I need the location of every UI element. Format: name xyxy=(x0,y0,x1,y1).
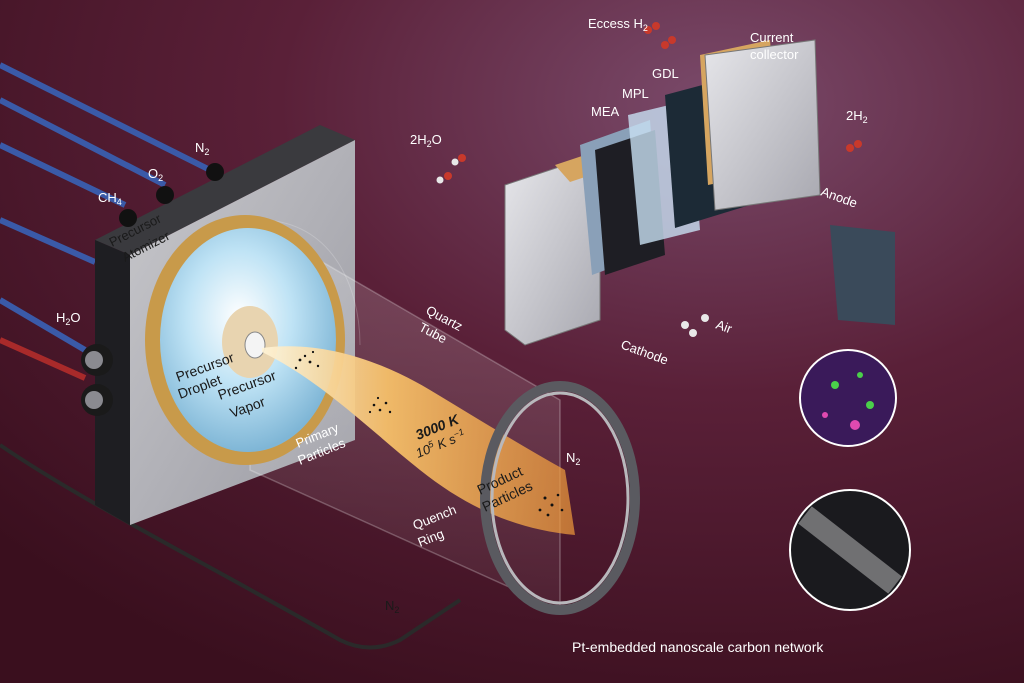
fuel-cell-stack xyxy=(504,39,821,346)
quench-ring xyxy=(480,381,640,615)
label-gdl: GDL xyxy=(652,66,679,81)
label-o2: O2 xyxy=(148,166,163,183)
label-excess-h2: Eccess H2 xyxy=(588,16,648,33)
molecule-icon xyxy=(436,22,862,337)
label-mpl: MPL xyxy=(622,86,649,101)
label-n2-ring: N2 xyxy=(566,450,580,467)
inlet-pipes xyxy=(0,62,462,650)
label-ch4: CH4 xyxy=(98,190,122,207)
flame xyxy=(262,346,575,535)
label-n2-top: N2 xyxy=(195,140,209,157)
micrograph-icon xyxy=(789,225,911,611)
caption: Pt-embedded nanoscale carbon network xyxy=(572,639,824,655)
nozzle-icon xyxy=(81,163,224,416)
particle-cloud-icon xyxy=(294,350,564,517)
label-mea: MEA xyxy=(591,104,620,119)
label-current-collector-1: Current xyxy=(750,30,794,45)
label-h2-in: 2H2 xyxy=(846,108,868,125)
label-current-collector-2: collector xyxy=(750,47,799,62)
label-h2o-inlet: H2O xyxy=(56,310,81,327)
label-water-out: 2H2O xyxy=(410,132,442,149)
label-air: Air xyxy=(714,317,735,337)
label-n2-bottom: N2 xyxy=(385,598,399,615)
precursor-disc xyxy=(145,215,345,465)
